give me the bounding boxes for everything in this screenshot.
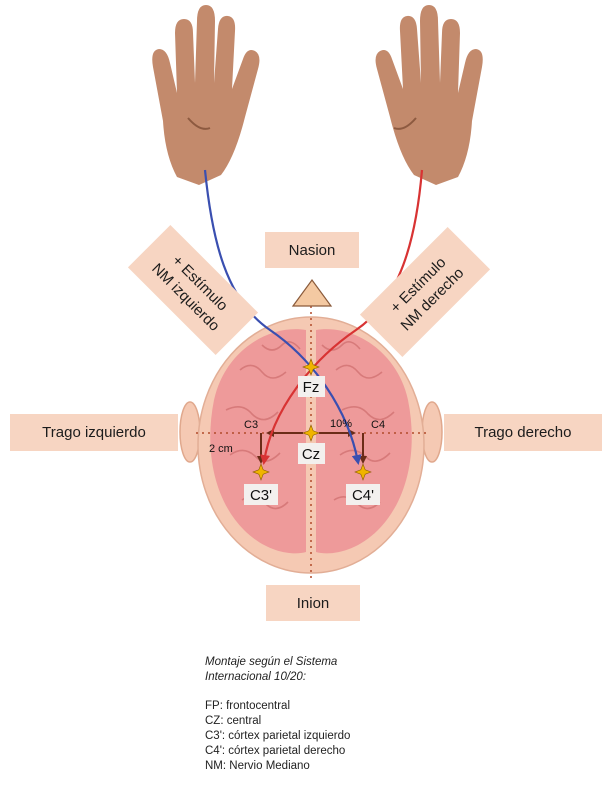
nose-triangle: [293, 280, 331, 306]
legend-item: FP: frontocentral: [205, 699, 465, 714]
fz-label: Fz: [303, 379, 320, 396]
legend-item: C4': córtex parietal derecho: [205, 744, 465, 759]
legend-title-line2: Internacional 10/20:: [205, 670, 465, 685]
inion-label: Inion: [297, 595, 330, 612]
right-stimulus-box: [360, 227, 490, 357]
legend-item: CZ: central: [205, 714, 465, 729]
right-tragus-label: Trago derecho: [474, 424, 571, 441]
legend-item: C3': córtex parietal izquierdo: [205, 729, 465, 744]
left-stimulus-box: [128, 225, 258, 355]
c3-label: C3: [244, 419, 258, 431]
cz-label: Cz: [302, 446, 320, 463]
right-hand-icon: [376, 5, 483, 185]
left-ear: [180, 402, 200, 462]
c4-label: C4: [371, 419, 385, 431]
nasion-label: Nasion: [289, 242, 336, 259]
legend-spacer: [205, 685, 465, 699]
legend: Montaje según el Sistema Internacional 1…: [205, 655, 465, 774]
c3p-label: C3': [250, 487, 272, 504]
legend-title-line1: Montaje según el Sistema: [205, 655, 465, 670]
right-ear: [422, 402, 442, 462]
left-tragus-label: Trago izquierdo: [42, 424, 146, 441]
left-hand-icon: [152, 5, 259, 185]
ten-percent-label: 10%: [330, 418, 352, 430]
c4p-label: C4': [352, 487, 374, 504]
legend-item: NM: Nervio Mediano: [205, 759, 465, 774]
two-cm-label: 2 cm: [209, 443, 233, 455]
